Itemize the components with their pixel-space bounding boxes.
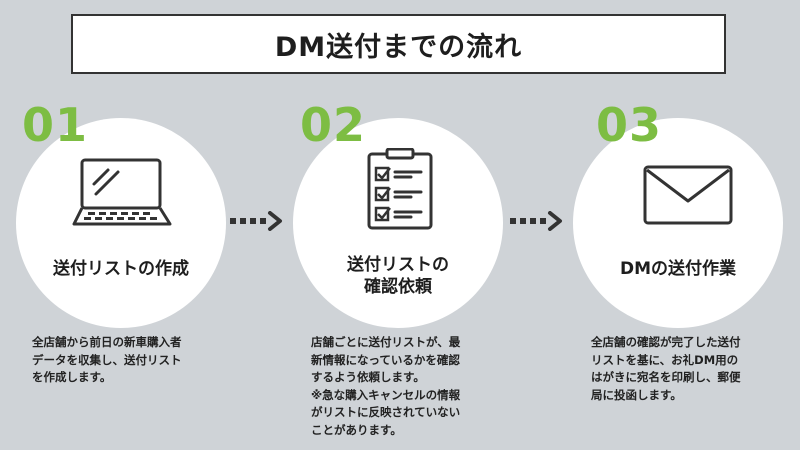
step-3-description: 全店舗の確認が完了した送付 リストを基に、お礼DM用の はがきに宛名を印刷し、郵…	[591, 335, 741, 402]
step-2-label: 送付リストの 確認依頼	[347, 255, 449, 297]
step-3-label: DMの送付作業	[619, 259, 737, 279]
title-box: DM送付までの流れ	[71, 14, 726, 74]
step-1-label: 送付リストの作成	[53, 259, 189, 279]
step-1-number: 01	[22, 98, 89, 152]
page-title: DM送付までの流れ	[274, 31, 523, 63]
step-2-description: 店舗ごとに送付リストが、最 新情報になっているかを確認 するよう依頼します。 ※…	[311, 335, 461, 437]
arrow-right-icon	[230, 211, 282, 231]
laptop-icon	[72, 158, 172, 226]
step-3-number: 03	[596, 98, 663, 152]
step-1-description: 全店舗から前日の新車購入者 データを収集し、送付リスト を作成します。	[32, 335, 182, 384]
step-2-number: 02	[300, 98, 367, 152]
envelope-icon	[643, 165, 733, 225]
arrow-right-icon	[510, 211, 562, 231]
checklist-icon	[367, 148, 433, 230]
